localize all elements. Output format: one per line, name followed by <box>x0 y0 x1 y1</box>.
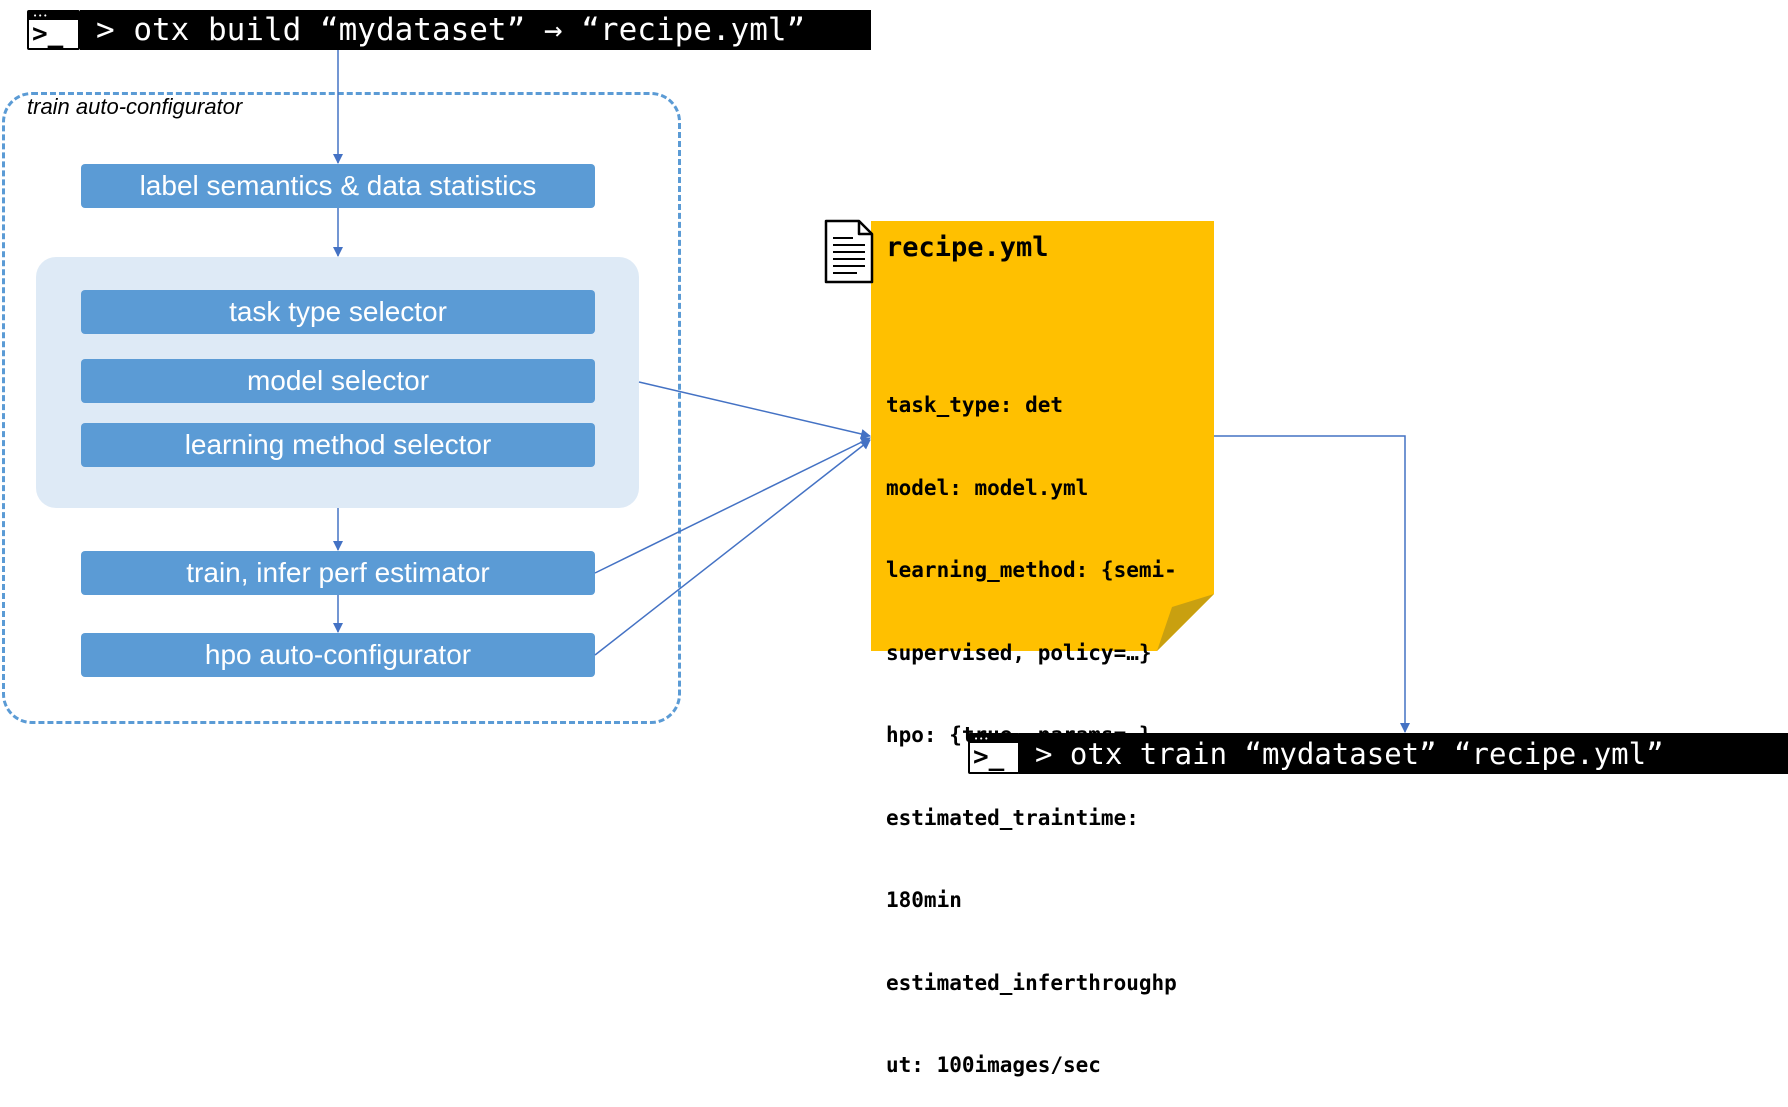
recipe-line: learning_method: {semi- <box>886 558 1177 582</box>
label-semantics-text: label semantics & data statistics <box>139 170 537 201</box>
recipe-note <box>871 221 1214 651</box>
train-command-bar: > otx train “mydataset” “recipe.yml” <box>1019 733 1788 774</box>
recipe-line: ut: 100images/sec <box>886 1053 1101 1077</box>
recipe-line: 180min <box>886 888 962 912</box>
perf-estimator-box: train, infer perf estimator <box>81 551 595 595</box>
train-command-text: > otx train “mydataset” “recipe.yml” <box>1035 736 1664 771</box>
perf-estimator-text: train, infer perf estimator <box>186 557 490 588</box>
learning-method-selector-text: learning method selector <box>184 429 492 460</box>
build-command-bar: > otx build “mydataset” → “recipe.yml” <box>80 10 871 50</box>
recipe-line: estimated_traintime: <box>886 805 1139 830</box>
label-semantics-box: label semantics & data statistics <box>81 164 595 208</box>
model-selector-text: model selector <box>246 365 430 396</box>
recipe-line: model: model.yml <box>886 475 1089 500</box>
hpo-configurator-text: hpo auto-configurator <box>204 639 472 670</box>
model-selector-box: model selector <box>81 359 595 403</box>
learning-method-selector-box: learning method selector <box>81 423 595 467</box>
terminal-icon: ••• >_ <box>27 10 80 50</box>
recipe-line: estimated_inferthroughp <box>886 970 1177 995</box>
recipe-body: task_type: det model: model.yml learning… <box>886 337 1177 1107</box>
build-command-text: > otx build “mydataset” → “recipe.yml” <box>96 12 806 48</box>
document-icon <box>824 219 874 284</box>
recipe-title: recipe.yml <box>886 232 1049 263</box>
arrow-recipe-to-train-command <box>1214 435 1410 733</box>
hpo-configurator-box: hpo auto-configurator <box>81 633 595 677</box>
recipe-line: task_type: det <box>886 393 1064 417</box>
terminal-icon: ••• >_ <box>968 733 1020 774</box>
auto-configurator-label: train auto-configurator <box>27 94 243 119</box>
task-type-selector-text: task type selector <box>229 296 447 327</box>
task-type-selector-box: task type selector <box>81 290 595 334</box>
recipe-line: supervised, policy=…} <box>886 640 1152 665</box>
